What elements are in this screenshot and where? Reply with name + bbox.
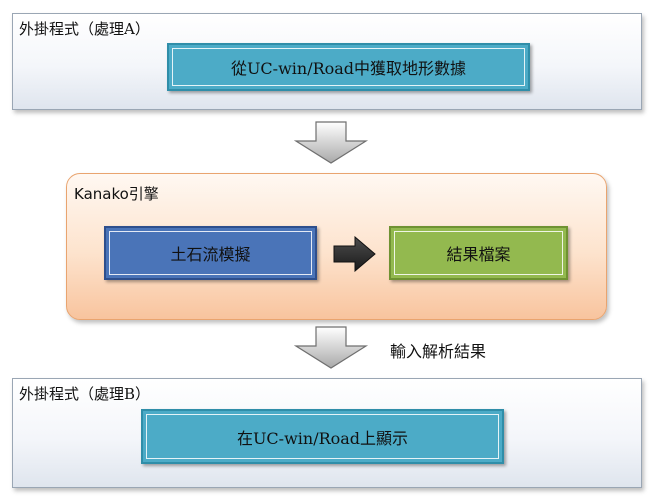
kanako-engine-panel: Kanako引擎 土石流模擬 結果檔案 (66, 173, 607, 320)
debris-flow-simulation-box: 土石流模擬 (104, 226, 317, 280)
result-file-box: 結果檔案 (389, 226, 568, 280)
plugin-b-title: 外掛程式（處理B） (19, 385, 151, 403)
transfer-note: 輸入解析結果 (390, 342, 487, 361)
terrain-acquisition-box: 從UC-win/Road中獲取地形數據 (167, 43, 530, 91)
terrain-acquisition-label: 從UC-win/Road中獲取地形數據 (230, 59, 467, 78)
result-file-label: 結果檔案 (446, 245, 511, 264)
down-arrow-icon (294, 326, 369, 369)
display-in-road-box: 在UC-win/Road上顯示 (141, 409, 504, 464)
plugin-b-panel: 外掛程式（處理B） 在UC-win/Road上顯示 (12, 378, 642, 488)
plugin-a-title: 外掛程式（處理A） (19, 20, 150, 38)
display-in-road-label: 在UC-win/Road上顯示 (236, 428, 409, 448)
right-arrow-icon (333, 236, 376, 272)
down-arrow-icon (294, 121, 369, 164)
kanako-engine-title: Kanako引擎 (74, 185, 159, 203)
debris-flow-simulation-label: 土石流模擬 (170, 245, 251, 264)
plugin-a-panel: 外掛程式（處理A） 從UC-win/Road中獲取地形數據 (12, 13, 642, 110)
